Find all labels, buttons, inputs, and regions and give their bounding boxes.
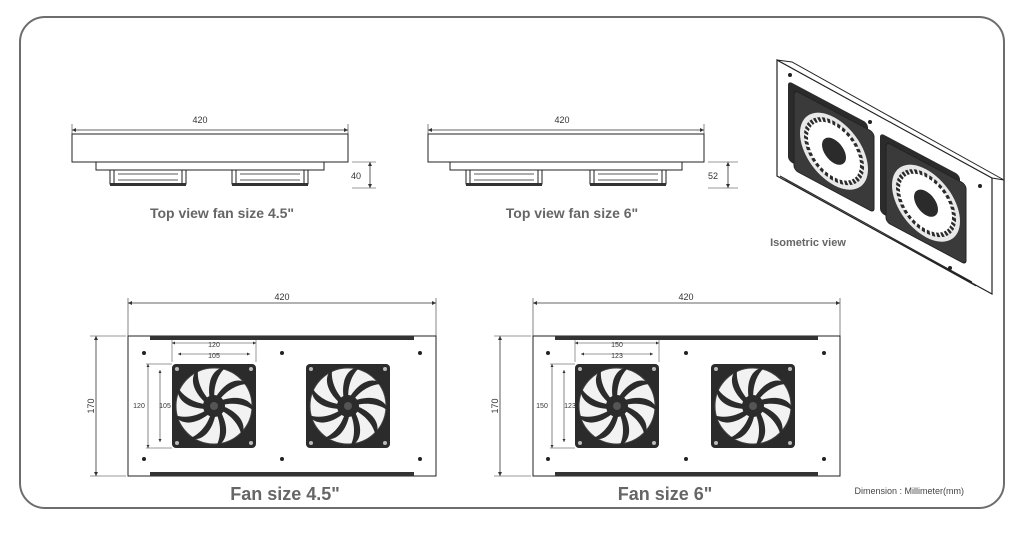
- fan-6-inner-width: 123: [611, 353, 623, 360]
- fan-4-5-outer-height: 120: [133, 403, 145, 410]
- fan-4-5-inner-width: 105: [208, 353, 220, 360]
- fan-6-outer-height: 150: [536, 403, 548, 410]
- front-view-4-5-height: 170: [86, 398, 96, 413]
- top-view-6-depth: 52: [708, 171, 718, 181]
- front-view-6-width: 420: [678, 292, 693, 302]
- front-view-4-5: [90, 298, 437, 477]
- top-view-6-caption: Top view fan size 6": [506, 205, 638, 221]
- fan-4-5-outer-width: 120: [208, 342, 220, 349]
- fan-6-outer-width: 150: [611, 342, 623, 349]
- top-view-4-5-width: 420: [192, 115, 207, 125]
- top-view-4-5-caption: Top view fan size 4.5": [150, 205, 294, 221]
- drawing-frame: [19, 16, 1005, 509]
- front-view-6: [494, 298, 841, 477]
- isometric-caption: Isometric view: [770, 237, 846, 249]
- front-view-4-5-width: 420: [274, 292, 289, 302]
- fan-6-inner-height: 123: [564, 403, 576, 410]
- dimension-note: Dimension : Millimeter(mm): [854, 486, 964, 496]
- front-view-4-5-caption: Fan size 4.5": [230, 484, 340, 504]
- fan-4-5-inner-height: 105: [159, 403, 171, 410]
- top-view-4-5: [71, 124, 376, 189]
- front-view-6-caption: Fan size 6": [618, 484, 713, 504]
- top-view-4-5-depth: 40: [351, 171, 361, 181]
- top-view-6-width: 420: [554, 115, 569, 125]
- top-view-6: [427, 124, 738, 189]
- isometric-view: [776, 58, 1005, 296]
- front-view-6-height: 170: [490, 398, 500, 413]
